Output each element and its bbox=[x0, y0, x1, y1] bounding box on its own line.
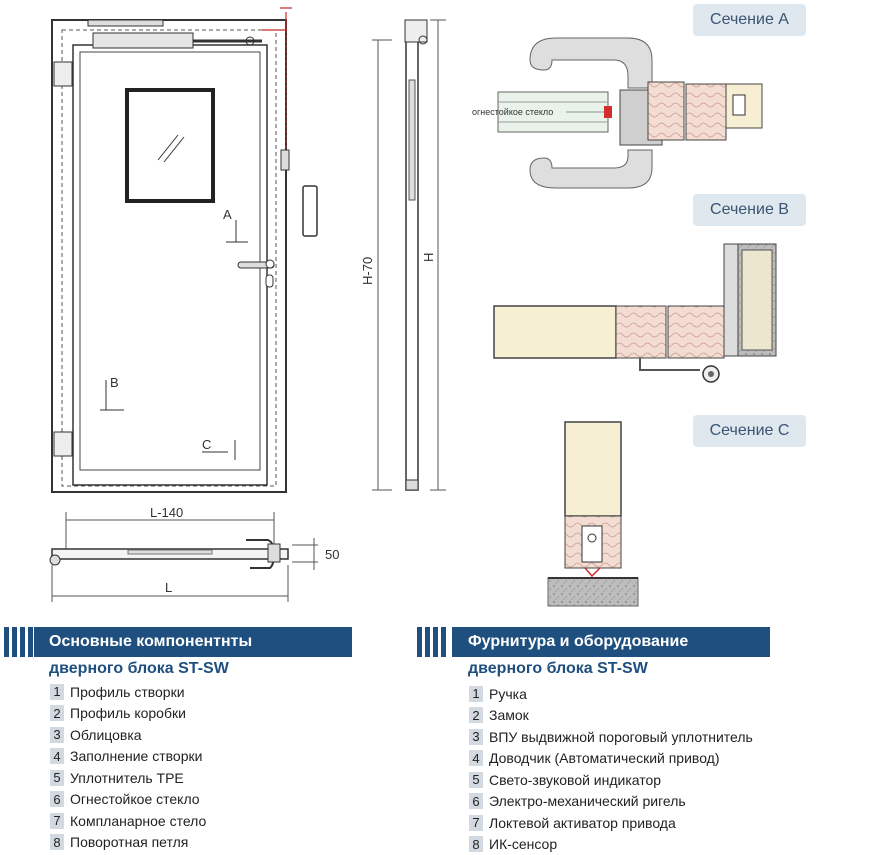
dim-l-label: L bbox=[165, 580, 172, 595]
door-side-view: H-70 H bbox=[360, 20, 446, 490]
dim-h70-label: H-70 bbox=[360, 257, 375, 285]
section-marker-b: B bbox=[100, 375, 124, 410]
right-panel-subtitle: дверного блока ST-SW bbox=[468, 660, 648, 678]
section-a-badge: Сечение A bbox=[693, 4, 806, 36]
section-b-badge: Сечение B bbox=[693, 194, 806, 226]
marker-a-label: A bbox=[223, 207, 232, 222]
section-marker-c: C bbox=[202, 437, 235, 460]
door-front-view bbox=[52, 8, 317, 492]
marker-b-label: B bbox=[110, 375, 119, 390]
left-header-stripes bbox=[4, 627, 33, 657]
dim-l140-label: L-140 bbox=[150, 505, 183, 520]
right-panel-title: Фурнитура и оборудование bbox=[452, 627, 770, 657]
section-c-badge: Сечение C bbox=[693, 415, 806, 447]
left-panel-subtitle: дверного блока ST-SW bbox=[49, 660, 229, 678]
glass-callout: огнестойкое стекло bbox=[472, 107, 553, 117]
door-plan-view: L-140 L 50 bbox=[50, 505, 339, 602]
section-b-drawing bbox=[494, 244, 776, 382]
section-marker-a: A bbox=[223, 207, 248, 242]
technical-drawing: A B C H-70 H L-140 bbox=[0, 0, 890, 620]
right-header-stripes bbox=[417, 627, 446, 657]
section-a-drawing: огнестойкое стекло bbox=[472, 38, 762, 188]
dim-h-label: H bbox=[421, 253, 436, 262]
dim-50-label: 50 bbox=[325, 547, 339, 562]
left-panel-title: Основные компонентнты bbox=[34, 627, 352, 657]
section-c-drawing bbox=[548, 422, 638, 606]
marker-c-label: C bbox=[202, 437, 211, 452]
